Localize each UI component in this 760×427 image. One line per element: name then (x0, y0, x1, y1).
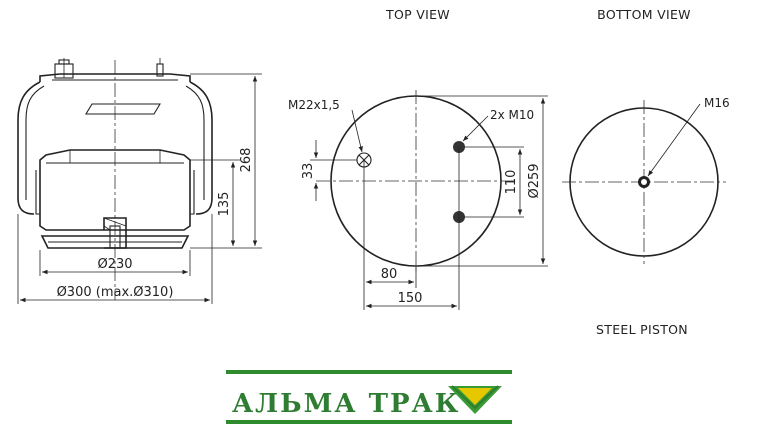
brand-logo-icon (448, 385, 502, 414)
bottom-view-title: BOTTOM VIEW (597, 7, 691, 22)
side-view: 268 135 Ø230 Ø300 (max.Ø310) (17, 58, 262, 304)
dim-259: Ø259 (527, 163, 542, 198)
top-view: M22x1,5 2x M10 33 110 Ø259 80 150 (288, 90, 548, 310)
dim-80: 80 (381, 267, 398, 282)
dim-150: 150 (398, 291, 423, 306)
m16-label: M16 (704, 96, 730, 110)
dim-230: Ø230 (97, 257, 132, 272)
dim-300: Ø300 (max.Ø310) (57, 285, 174, 300)
m22-label: M22x1,5 (288, 98, 340, 112)
dim-135: 135 (217, 192, 232, 217)
piston-base (40, 235, 190, 249)
steel-piston-label: STEEL PISTON (596, 322, 688, 337)
m10-leader (462, 115, 489, 142)
top-view-title: TOP VIEW (385, 7, 450, 22)
bellow-left (17, 81, 41, 215)
m22-leader (351, 109, 363, 153)
bellow-right (189, 81, 213, 215)
m16-leader (647, 103, 701, 177)
label-plate (85, 103, 161, 115)
dim-268: 268 (239, 148, 254, 173)
bottom-view: M16 (562, 96, 730, 264)
m10-label: 2x M10 (490, 108, 534, 122)
brand-footer: АЛЬМА ТРАК (226, 370, 512, 424)
top-plate (39, 73, 191, 82)
dim-110: 110 (504, 170, 519, 195)
dim-33: 33 (301, 163, 316, 180)
brand-name: АЛЬМА ТРАК (232, 389, 460, 419)
